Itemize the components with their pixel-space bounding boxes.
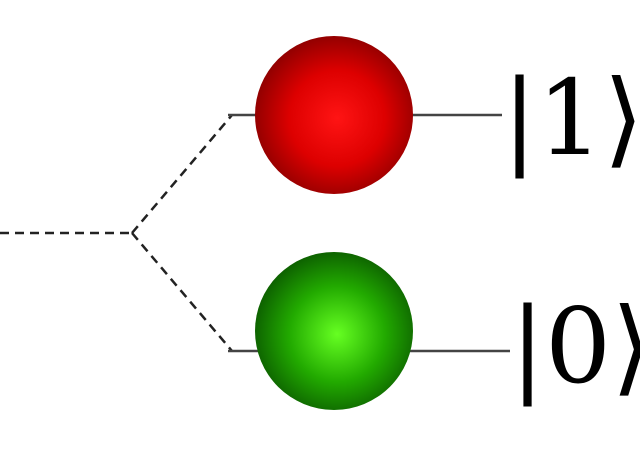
ket-label-1: |1⟩ <box>502 57 640 179</box>
ground-state-sphere <box>255 252 413 410</box>
excited-state-sphere <box>255 36 413 194</box>
ket-label-0: |0⟩ <box>510 285 640 407</box>
split-line-upper <box>131 114 233 234</box>
split-line-lower <box>131 232 233 352</box>
